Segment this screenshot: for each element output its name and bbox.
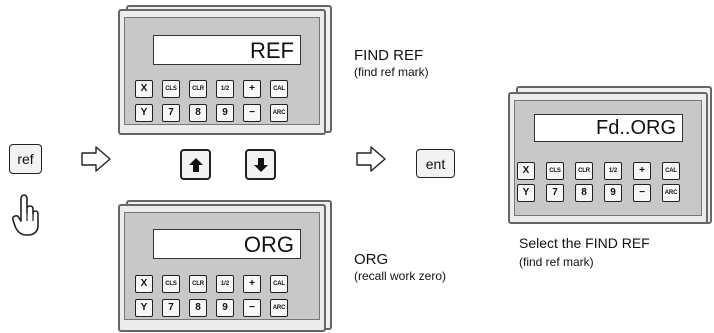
x-axis-key[interactable]: X [135, 80, 153, 98]
up-arrow-key[interactable] [180, 149, 211, 180]
seven-key[interactable]: 7 [162, 299, 180, 317]
ref-key-label: ref [17, 151, 34, 167]
y-axis-key[interactable]: Y [517, 184, 535, 202]
ref-key[interactable]: ref [9, 144, 42, 174]
minus-key[interactable]: − [243, 299, 261, 317]
caption-org-sub: (recall work zero) [354, 269, 447, 283]
flow-arrow-2 [356, 146, 386, 172]
minus-key[interactable]: − [243, 104, 261, 122]
clr-key[interactable]: CLR [575, 162, 593, 180]
half-key[interactable]: 1/2 [604, 162, 622, 180]
nine-key[interactable]: 9 [216, 104, 234, 122]
nine-key[interactable]: 9 [604, 184, 622, 202]
caption-find-ref-sub: (find ref mark) [354, 65, 429, 79]
ent-key[interactable]: ent [416, 149, 455, 178]
cal-key[interactable]: CAL [270, 275, 288, 293]
x-axis-key[interactable]: X [517, 162, 535, 180]
seven-key[interactable]: 7 [546, 184, 564, 202]
plus-key[interactable]: + [243, 80, 261, 98]
clr-key[interactable]: CLR [189, 275, 207, 293]
pointing-hand-icon [11, 194, 39, 236]
plus-key[interactable]: + [243, 275, 261, 293]
display-readout: ORG [153, 229, 301, 259]
half-key[interactable]: 1/2 [216, 80, 234, 98]
display-text: REF [250, 38, 294, 63]
clr-key[interactable]: CLR [189, 80, 207, 98]
down-arrow-key[interactable] [245, 149, 276, 180]
nine-key[interactable]: 9 [216, 299, 234, 317]
plus-key[interactable]: + [633, 162, 651, 180]
eight-key[interactable]: 8 [189, 299, 207, 317]
x-axis-key[interactable]: X [135, 275, 153, 293]
display-text: Fd..ORG [595, 117, 676, 139]
eight-key[interactable]: 8 [575, 184, 593, 202]
arc-key[interactable]: ARC [270, 299, 288, 317]
caption-select-find-ref: Select the FIND REF [519, 235, 650, 251]
caption-org-title: ORG [354, 251, 389, 268]
cls-key[interactable]: CLS [162, 275, 180, 293]
cls-key[interactable]: CLS [546, 162, 564, 180]
flow-arrow-1 [81, 146, 111, 172]
display-text: ORG [243, 232, 294, 257]
arc-key[interactable]: ARC [662, 184, 680, 202]
arc-key[interactable]: ARC [270, 104, 288, 122]
cal-key[interactable]: CAL [270, 80, 288, 98]
y-axis-key[interactable]: Y [135, 299, 153, 317]
caption-find-ref-title: FIND REF [354, 47, 424, 64]
eight-key[interactable]: 8 [189, 104, 207, 122]
y-axis-key[interactable]: Y [135, 104, 153, 122]
display-readout: REF [153, 35, 301, 65]
display-readout: Fd..ORG [534, 114, 683, 142]
cal-key[interactable]: CAL [662, 162, 680, 180]
half-key[interactable]: 1/2 [216, 275, 234, 293]
cls-key[interactable]: CLS [162, 80, 180, 98]
ent-key-label: ent [425, 155, 446, 172]
caption-select-find-ref-sub: (find ref mark) [519, 255, 594, 269]
arrow-up-icon [188, 157, 203, 172]
arrow-down-icon [253, 157, 268, 172]
seven-key[interactable]: 7 [162, 104, 180, 122]
minus-key[interactable]: − [633, 184, 651, 202]
